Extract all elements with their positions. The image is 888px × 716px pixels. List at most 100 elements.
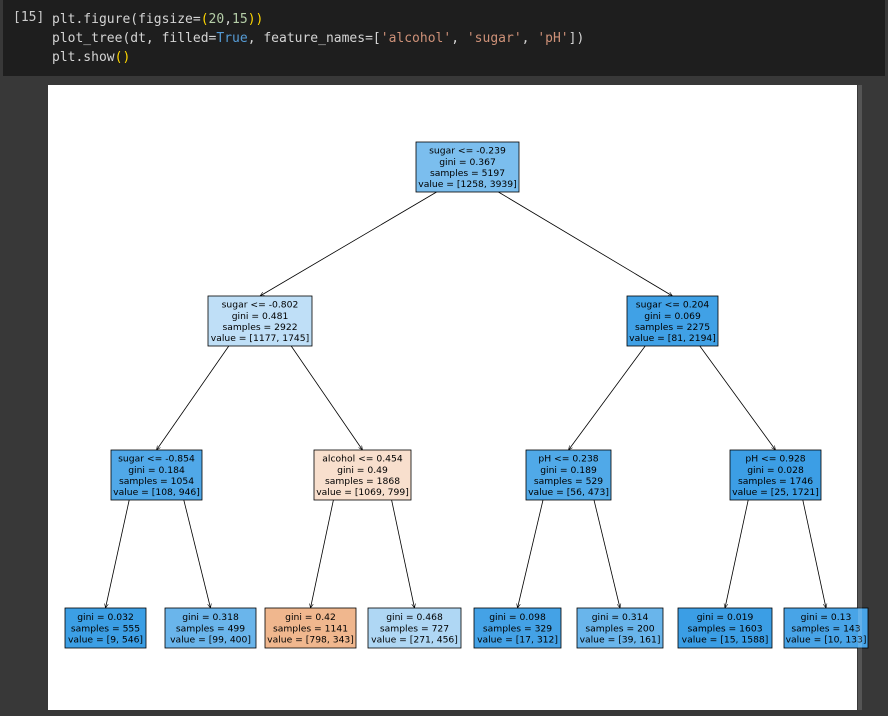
tree-node-box (473, 607, 562, 649)
tree-edge-n6-n13 (725, 499, 749, 608)
tree-node-box (783, 607, 869, 649)
code-token: ) (247, 12, 256, 27)
tree-node-box (264, 607, 357, 649)
tree-node-text: samples = 143 (791, 623, 860, 634)
tree-node-text: samples = 1603 (687, 623, 762, 634)
tree-node-text: gini = 0.42 (285, 612, 336, 623)
tree-node-text: pH <= 0.928 (745, 454, 805, 465)
code-token: , (224, 12, 233, 27)
tree-node-text: gini = 0.468 (386, 612, 443, 623)
tree-node-text: samples = 1868 (325, 476, 400, 487)
tree-node-text: value = [108, 946] (113, 487, 200, 498)
tree-node-text: gini = 0.481 (232, 311, 289, 322)
tree-node-text: value = [9, 546] (68, 635, 143, 646)
tree-edge-n3-n8 (183, 499, 211, 608)
tree-node-text: samples = 329 (483, 623, 552, 634)
code-editor[interactable]: plt.figure(figsize=(20,15))plot_tree(dt,… (52, 10, 584, 67)
tree-node-text: sugar <= -0.802 (222, 300, 299, 311)
tree-node-text: samples = 5197 (430, 168, 505, 179)
tree-node-text: value = [56, 473] (528, 487, 609, 498)
tree-node-box (313, 449, 412, 501)
tree-edge-n0-n2 (498, 191, 672, 296)
tree-node-text: sugar <= -0.239 (429, 146, 506, 157)
tree-node-text: gini = 0.184 (128, 465, 185, 476)
tree-edge-n0-n1 (260, 191, 437, 296)
code-token: plot_tree(dt, filled= (52, 31, 217, 46)
tree-node-text: alcohol <= 0.454 (322, 454, 403, 465)
tree-node-text: gini = 0.098 (489, 612, 546, 623)
tree-edge-n2-n6 (699, 345, 776, 450)
tree-node-text: pH <= 0.238 (538, 454, 598, 465)
tree-node-text: value = [1177, 1745] (211, 333, 309, 344)
tree-node-text: samples = 1054 (119, 476, 194, 487)
tree-node-text: gini = 0.13 (801, 612, 852, 623)
tree-node-text: samples = 2922 (222, 322, 297, 333)
tree-node-box (207, 295, 313, 347)
tree-node-text: value = [99, 400] (170, 635, 251, 646)
tree-node-text: value = [15, 1588] (682, 635, 769, 646)
tree-node-box (677, 607, 773, 649)
tree-node-text: samples = 555 (71, 623, 140, 634)
code-token: 15 (232, 12, 248, 27)
tree-node-box (110, 449, 203, 501)
tree-edges (106, 191, 827, 608)
tree-node-box (576, 607, 664, 649)
code-token: ) (255, 12, 264, 27)
code-token: True (216, 31, 248, 46)
code-token: ( (200, 12, 209, 27)
tree-node-box (64, 607, 147, 649)
tree-edge-n5-n12 (593, 499, 620, 608)
code-line: plt.show() (52, 48, 584, 67)
code-line: plot_tree(dt, filled=True, feature_names… (52, 29, 584, 48)
tree-node-text: samples = 2275 (635, 322, 710, 333)
tree-node-text: gini = 0.069 (644, 311, 701, 322)
code-token: plt.figure(figsize= (52, 12, 201, 27)
code-token: 'sugar' (466, 31, 522, 46)
code-token: () (114, 50, 131, 65)
tree-node-text: value = [1069, 799] (316, 487, 409, 498)
tree-node-text: gini = 0.318 (182, 612, 239, 623)
tree-node-text: value = [25, 1721] (732, 487, 819, 498)
execution-count: [15] (13, 10, 45, 25)
tree-edge-n1-n4 (290, 345, 362, 450)
tree-node-text: samples = 499 (176, 623, 245, 634)
tree-node-text: samples = 1141 (273, 623, 348, 634)
code-token: 20 (208, 12, 225, 27)
tree-node-text: gini = 0.314 (592, 612, 649, 623)
code-line: plt.figure(figsize=(20,15)) (52, 10, 584, 29)
tree-node-text: sugar <= -0.854 (118, 454, 195, 465)
tree-node-text: gini = 0.028 (747, 465, 804, 476)
code-cell[interactable]: [15] plt.figure(figsize=(20,15))plot_tre… (3, 0, 885, 76)
tree-edge-n3-n7 (106, 499, 130, 608)
tree-edge-n4-n9 (311, 499, 334, 608)
tree-node-text: samples = 727 (380, 623, 449, 634)
tree-node-text: gini = 0.49 (337, 465, 388, 476)
tree-node-text: value = [81, 2194] (629, 333, 716, 344)
tree-node-box (415, 141, 520, 193)
tree-node-text: samples = 529 (534, 476, 603, 487)
output-scroll-edge (858, 85, 862, 710)
tree-node-text: gini = 0.019 (697, 612, 754, 623)
tree-node-box (729, 449, 822, 501)
tree-node-text: gini = 0.189 (540, 465, 597, 476)
tree-node-text: samples = 1746 (738, 476, 813, 487)
tree-node-box (525, 449, 612, 501)
tree-node-text: gini = 0.032 (77, 612, 134, 623)
tree-edge-n4-n10 (391, 499, 415, 608)
code-token: 'alcohol' (380, 31, 452, 46)
tree-node-text: value = [10, 133] (786, 635, 867, 646)
